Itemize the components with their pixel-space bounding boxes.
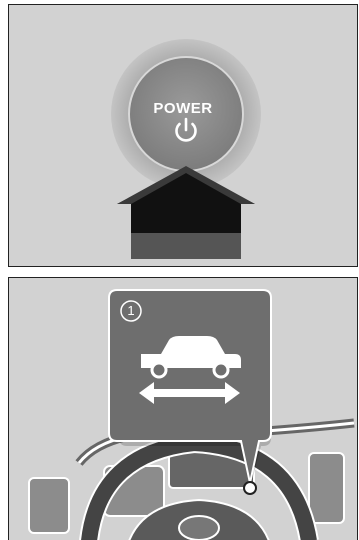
power-button-graphic — [9, 5, 358, 267]
left-vent — [29, 478, 69, 533]
callout-number: 1 — [122, 302, 140, 320]
dashboard-illustration: 1 — [8, 277, 358, 540]
dashboard-graphic — [9, 278, 358, 540]
side-vent — [309, 453, 344, 523]
callout-target-dot — [244, 482, 256, 494]
power-label: POWER — [9, 100, 357, 117]
power-button-illustration: POWER — [8, 4, 358, 267]
up-arrow-icon — [117, 166, 255, 259]
